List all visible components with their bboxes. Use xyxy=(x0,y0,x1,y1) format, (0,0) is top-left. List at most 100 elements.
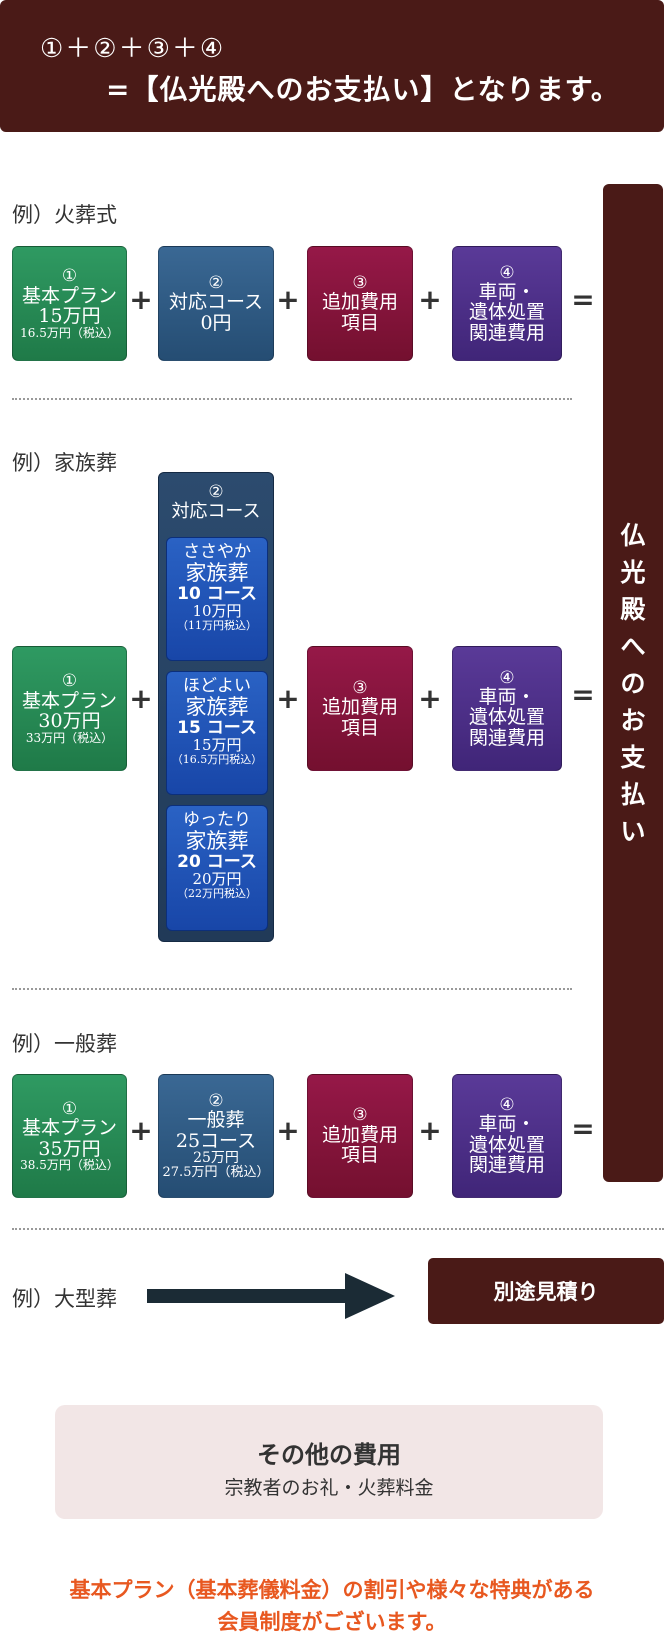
card-price: 25万円 xyxy=(193,1150,239,1167)
card-number: ④ xyxy=(499,667,515,688)
side-char: 殿 xyxy=(620,594,646,624)
card-title: 基本プラン xyxy=(21,689,117,712)
divider xyxy=(12,398,572,400)
header-formula: ①＋②＋③＋④ xyxy=(40,34,226,64)
course-card: ② 対応コース 0円 xyxy=(158,246,274,361)
equals-operator: = xyxy=(571,1112,595,1145)
side-char: 仏 xyxy=(620,520,646,550)
header-result: =【仏光殿へのお支払い】となります。 xyxy=(106,73,620,106)
card-price: 0円 xyxy=(200,311,232,334)
card-price: 30万円 xyxy=(38,710,101,733)
right-arrow-icon xyxy=(147,1273,395,1319)
card-number: ③ xyxy=(352,272,368,293)
card-title: 基本プラン xyxy=(21,1117,117,1140)
card-title: 基本プラン xyxy=(21,284,117,307)
card-title: 一般葬 xyxy=(187,1109,245,1132)
card-line: 項目 xyxy=(340,1144,379,1167)
card-line: 項目 xyxy=(340,311,379,334)
card-price: 35万円 xyxy=(38,1137,101,1160)
card-line: 車両・ xyxy=(478,685,536,708)
example-large-label: 例）大型葬 xyxy=(12,1287,117,1311)
plus-operator: + xyxy=(276,283,300,316)
other-costs-items: 宗教者のお礼・火葬料金 xyxy=(224,1477,434,1499)
option-tagline: ほどよい xyxy=(183,676,251,696)
card-line: 車両・ xyxy=(478,280,536,303)
option-tax-price: （22万円税込） xyxy=(177,886,257,900)
side-char: 光 xyxy=(620,557,646,587)
card-line: 車両・ xyxy=(478,1113,536,1136)
extra-cost-card: ③ 追加費用 項目 xyxy=(307,246,413,361)
option-code: 20 コース xyxy=(177,851,257,872)
membership-note-line1: 基本プラン（基本葬儀料金）の割引や様々な特典がある xyxy=(69,1578,595,1602)
card-number: ④ xyxy=(499,262,515,283)
vehicle-cost-card: ④ 車両・ 遺体処置 関連費用 xyxy=(452,1074,562,1198)
card-line: 追加費用 xyxy=(321,1123,398,1146)
option-price: 15万円 xyxy=(192,736,242,755)
plus-operator: + xyxy=(418,1114,442,1147)
option-code: 10 コース xyxy=(177,583,257,604)
separate-estimate-badge: 別途見積り xyxy=(428,1258,664,1324)
option-code: 15 コース xyxy=(177,717,257,738)
side-char: い xyxy=(620,816,646,846)
vehicle-cost-card: ④ 車両・ 遺体処置 関連費用 xyxy=(452,646,562,771)
vehicle-cost-card: ④ 車両・ 遺体処置 関連費用 xyxy=(452,246,562,361)
card-line: 遺体処置 xyxy=(468,301,545,324)
card-number: ① xyxy=(61,266,78,287)
course-card: ② 一般葬 25コース 25万円 27.5万円（税込） xyxy=(158,1074,274,1198)
membership-note-line2: 会員制度がございます。 xyxy=(217,1610,447,1634)
side-char: お xyxy=(620,705,646,735)
option-price: 20万円 xyxy=(192,870,242,889)
option-tax-price: （16.5万円税込） xyxy=(171,752,263,766)
course-option-10[interactable]: ささやか 家族葬 10 コース 10万円 （11万円税込） xyxy=(166,537,268,661)
course-options-column: ② 対応コース ささやか 家族葬 10 コース 10万円 （11万円税込） ほど… xyxy=(158,472,274,942)
card-line: 追加費用 xyxy=(321,696,398,719)
card-tax-price: 38.5万円（税込） xyxy=(20,1158,119,1173)
card-code: 25コース xyxy=(175,1129,257,1152)
card-tax-price: 16.5万円（税込） xyxy=(20,325,119,340)
card-line: 関連費用 xyxy=(468,1154,545,1177)
example-general-label: 例）一般葬 xyxy=(12,1032,117,1056)
card-tax-price: 27.5万円（税込） xyxy=(162,1165,270,1181)
header-banner: ①＋②＋③＋④ =【仏光殿へのお支払い】となります。 xyxy=(0,0,664,132)
course-option-15[interactable]: ほどよい 家族葬 15 コース 15万円 （16.5万円税込） xyxy=(166,671,268,795)
option-tagline: ささやか xyxy=(183,542,251,562)
basic-plan-card: ① 基本プラン 15万円 16.5万円（税込） xyxy=(12,246,127,361)
course-option-20[interactable]: ゆったり 家族葬 20 コース 20万円 （22万円税込） xyxy=(166,805,268,931)
side-char: 支 xyxy=(620,742,646,772)
card-line: 遺体処置 xyxy=(468,1133,545,1156)
side-char: へ xyxy=(620,631,646,661)
card-price: 15万円 xyxy=(38,305,101,328)
equals-operator: = xyxy=(571,678,595,711)
card-line: 遺体処置 xyxy=(468,706,545,729)
plus-operator: + xyxy=(129,1114,153,1147)
card-number: ① xyxy=(61,1098,78,1119)
side-char: 払 xyxy=(620,779,646,809)
plus-operator: + xyxy=(129,283,153,316)
card-line: 関連費用 xyxy=(468,321,545,344)
plus-operator: + xyxy=(129,682,153,715)
option-type: 家族葬 xyxy=(185,694,249,719)
option-type: 家族葬 xyxy=(185,560,249,585)
card-number: ② xyxy=(208,482,224,502)
card-line: 項目 xyxy=(340,716,379,739)
card-number: ② xyxy=(208,272,224,293)
plus-operator: + xyxy=(418,283,442,316)
card-tax-price: 33万円（税込） xyxy=(25,730,114,745)
card-title: 対応コース xyxy=(168,291,264,314)
option-tax-price: （11万円税込） xyxy=(177,618,257,632)
option-type: 家族葬 xyxy=(185,828,249,853)
option-price: 10万円 xyxy=(192,602,242,621)
divider xyxy=(12,1228,664,1230)
basic-plan-card: ① 基本プラン 30万円 33万円（税込） xyxy=(12,646,127,771)
card-number: ④ xyxy=(499,1095,515,1116)
plus-operator: + xyxy=(276,682,300,715)
example-cremation-label: 例）火葬式 xyxy=(12,203,117,227)
card-number: ③ xyxy=(352,1105,368,1126)
extra-cost-card: ③ 追加費用 項目 xyxy=(307,646,413,771)
plus-operator: + xyxy=(418,682,442,715)
example-family-label: 例）家族葬 xyxy=(12,451,117,475)
card-line: 関連費用 xyxy=(468,726,545,749)
card-line: 追加費用 xyxy=(321,291,398,314)
extra-cost-card: ③ 追加費用 項目 xyxy=(307,1074,413,1198)
other-costs-title: その他の費用 xyxy=(257,1440,401,1469)
